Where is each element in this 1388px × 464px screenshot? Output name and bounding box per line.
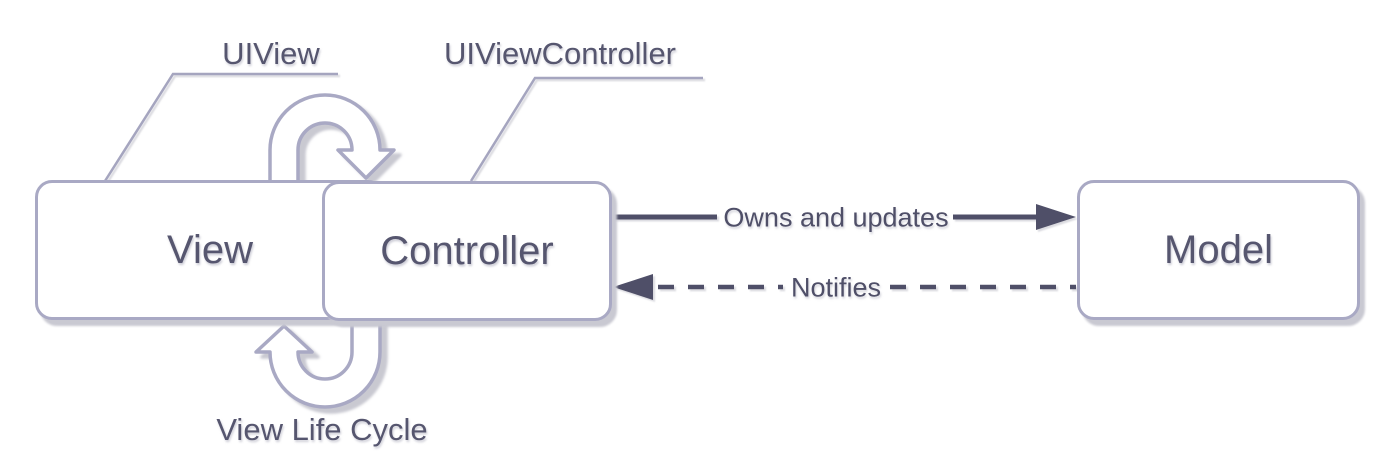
view-lifecycle-top-arrow-icon [268, 93, 396, 185]
uiview-callout-line [103, 72, 338, 182]
owns-arrowhead-icon [1036, 204, 1076, 230]
owns-and-updates-arrow-label: Owns and updates [723, 202, 949, 233]
view-box-label: View [167, 227, 253, 272]
controller-box-label: Controller [380, 228, 554, 273]
view-lifecycle-bottom-arrow-icon [254, 314, 382, 409]
uiviewcontroller-callout-line [469, 76, 703, 182]
notifies-arrow-label: Notifies [790, 272, 882, 303]
notifies-arrow [613, 274, 1076, 300]
uiview-annotation-label: UIView [222, 36, 320, 71]
controller-box: Controller [322, 181, 612, 321]
notifies-arrowhead-icon [613, 274, 653, 300]
owns-arrow [613, 204, 1076, 230]
uiviewcontroller-annotation-label: UIViewController [443, 36, 677, 71]
model-box: Model [1077, 180, 1360, 320]
view-life-cycle-label: View Life Cycle [216, 412, 428, 447]
model-box-label: Model [1164, 227, 1273, 272]
